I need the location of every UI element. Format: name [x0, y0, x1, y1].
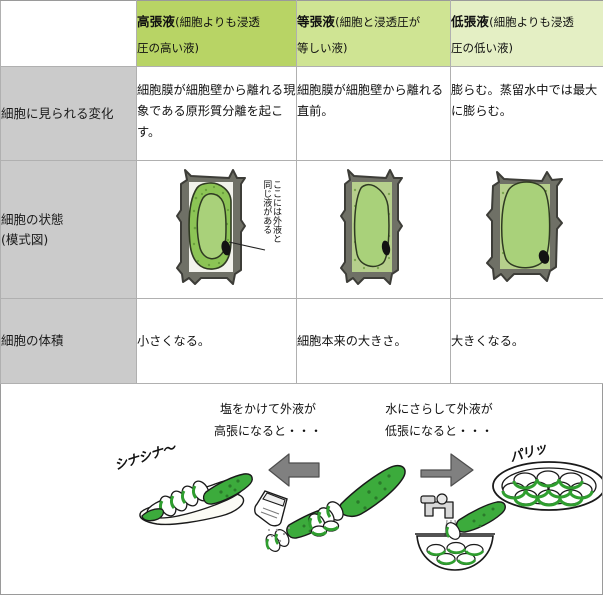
turgid-cell-icon: [486, 170, 563, 282]
water-soaking-group: [415, 493, 506, 571]
column-header-hypertonic: 高張液(細胞よりも浸透 圧の高い液): [136, 0, 297, 67]
column-header-isotonic-paren-2: 等しい液): [297, 40, 348, 55]
cell-volume-isotonic: 細胞本来の大きさ。: [296, 298, 451, 384]
crisp-plate-group: [492, 461, 602, 511]
plasmolysed-cell-icon: [175, 168, 246, 285]
column-header-hypertonic-term: 高張液: [137, 13, 176, 29]
table-row-observed-changes: 細胞に見られる変化 細胞膜が細胞壁から離れる現象である原形質分離を起こす。 細胞…: [0, 66, 603, 161]
cell-changes-hypotonic: 膨らむ。蒸留水中では最大に膨らむ。: [450, 66, 603, 161]
column-header-isotonic-term: 等張液: [297, 13, 336, 29]
column-header-hypertonic-paren-2: 圧の高い液): [137, 40, 199, 55]
row-label-cell-state-line1: 細胞の状態: [1, 212, 64, 228]
table-row-cell-state: 細胞の状態 (模式図): [0, 160, 603, 299]
caption-water-hypotonic: 水にさらして外液が 低張になると・・・: [384, 402, 493, 439]
table-header-row: 高張液(細胞よりも浸透 圧の高い液) 等張液(細胞と浸透圧が 等しい液) 低張液…: [0, 0, 603, 67]
table-corner-cell: [0, 0, 137, 67]
column-header-hypotonic-term: 低張液: [451, 13, 490, 29]
osmosis-comparison-table: 高張液(細胞よりも浸透 圧の高い液) 等張液(細胞と浸透圧が 等しい液) 低張液…: [0, 0, 603, 384]
cell-volume-hypertonic: 小さくなる。: [136, 298, 297, 384]
column-header-isotonic: 等張液(細胞と浸透圧が 等しい液): [296, 0, 451, 67]
row-label-cell-volume: 細胞の体積: [0, 298, 137, 384]
arrow-right-icon: [420, 453, 474, 487]
column-header-hypotonic-paren-1: (細胞よりも浸透: [489, 14, 574, 29]
diagram-wrap-hypotonic: [451, 162, 603, 298]
cell-changes-isotonic: 細胞膜が細胞壁から離れる直前。: [296, 66, 451, 161]
column-header-hypotonic-paren-2: 圧の低い液): [451, 40, 513, 55]
diagram-wrap-hypertonic: ここには外液と 同じ液がある: [137, 162, 296, 298]
column-header-hypotonic: 低張液(細胞よりも浸透 圧の低い液): [450, 0, 603, 67]
cucumber-analogy-panel: 塩をかけて外液が 高張になると・・・ 水にさらして外液が 低張になると・・・ シ…: [0, 384, 603, 595]
cell-diagram-hypertonic: ここには外液と 同じ液がある: [136, 160, 297, 299]
column-header-hypertonic-paren-1: (細胞よりも浸透: [175, 14, 260, 29]
table-row-cell-volume: 細胞の体積 小さくなる。 細胞本来の大きさ。 大きくなる。: [0, 298, 603, 384]
row-label-cell-state: 細胞の状態 (模式図): [0, 160, 137, 299]
caption-salt-hypertonic: 塩をかけて外液が 高張になると・・・: [213, 402, 322, 439]
cell-changes-hypertonic: 細胞膜が細胞壁から離れる現象である原形質分離を起こす。: [136, 66, 297, 161]
limp-cucumber-group: [139, 473, 253, 526]
cell-diagram-isotonic: [296, 160, 451, 299]
normal-cell-icon: [339, 168, 403, 285]
fresh-cucumber-group: [308, 464, 406, 537]
cell-volume-hypotonic: 大きくなる。: [450, 298, 603, 384]
column-header-isotonic-paren-1: (細胞と浸透圧が: [335, 14, 421, 29]
cucumber-illustration-svg: [139, 453, 602, 571]
cell-diagram-hypotonic: [450, 160, 603, 299]
row-label-observed-changes: 細胞に見られる変化: [0, 66, 137, 161]
diagram-wrap-isotonic: [297, 162, 450, 298]
arrow-left-icon: [268, 453, 320, 487]
row-label-cell-state-line2: (模式図): [1, 231, 49, 247]
annotation-external-solution: ここには外液と 同じ液がある: [261, 179, 281, 243]
